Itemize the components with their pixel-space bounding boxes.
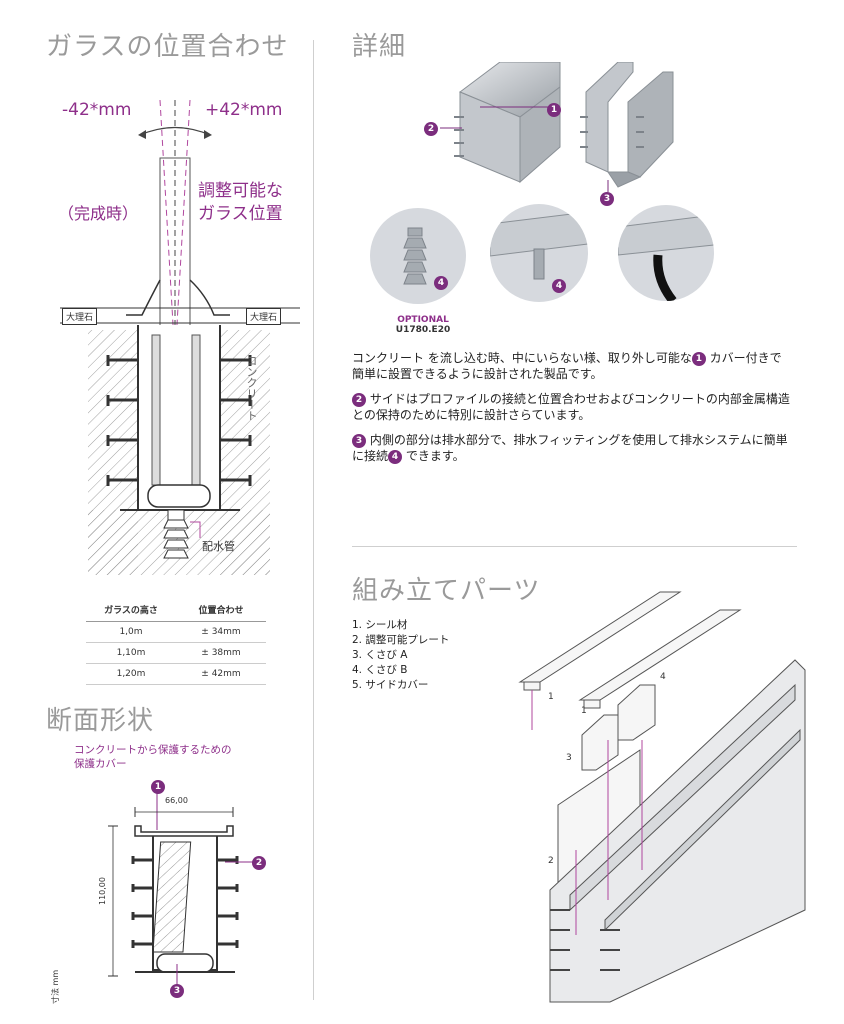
para3-text-a: 内側の部分は排水部分で、排水フィッティングを使用して排水システムに簡単に接続 bbox=[352, 433, 788, 463]
protect-line2: 保護カバー bbox=[74, 758, 127, 770]
glass-position-drawing bbox=[60, 99, 300, 575]
callout-2: 2 bbox=[548, 856, 554, 866]
para3-badge4: 4 bbox=[388, 449, 403, 464]
adjustable-glass-label: 調整可能な ガラス位置 bbox=[198, 180, 283, 226]
marble-left-label: 大理石 bbox=[62, 308, 98, 325]
profile-render-covered bbox=[440, 62, 561, 184]
height-dimension: 110,00 bbox=[98, 877, 107, 905]
table-cell: ± 38mm bbox=[176, 642, 266, 664]
glass-position-title: ガラスの位置合わせ bbox=[46, 32, 289, 62]
table-row: 1,20m ± 42mm bbox=[86, 663, 266, 685]
item-num: 3. bbox=[352, 649, 363, 661]
detail-badge-4a: 4 bbox=[434, 276, 448, 290]
adjustable-line2: ガラス位置 bbox=[198, 204, 283, 224]
section-badge-2: 2 bbox=[252, 856, 266, 870]
table-row: 1,10m ± 38mm bbox=[86, 642, 266, 664]
list-item: 3. くさび A bbox=[352, 648, 449, 663]
item-label: サイドカバー bbox=[365, 679, 429, 691]
section-divider bbox=[352, 546, 797, 547]
para1-text-b: カバー付きで簡単に設置できるように設計された製品です。 bbox=[352, 351, 782, 381]
profile-connection-photo bbox=[490, 204, 588, 302]
parts-list: 1. シール材 2. 調整可能プレート 3. くさび A 4. くさび B 5.… bbox=[352, 618, 449, 693]
para2-badge: 2 bbox=[352, 392, 366, 407]
drain-hose-photo bbox=[618, 205, 714, 301]
cross-section-title: 断面形状 bbox=[46, 706, 155, 736]
item-num: 5. bbox=[352, 679, 363, 691]
cross-section-drawing bbox=[108, 788, 255, 986]
para1-badge: 1 bbox=[691, 351, 706, 366]
para1-text-a: コンクリート を流し込む時、中にいらない様、取り外し可能な bbox=[352, 351, 692, 365]
table-cell: ± 34mm bbox=[176, 621, 266, 643]
table-header-height: ガラスの高さ bbox=[86, 598, 176, 622]
list-item: 2. 調整可能プレート bbox=[352, 633, 449, 648]
para3-text-b: できます。 bbox=[402, 449, 465, 463]
callout-1a: 1 bbox=[548, 692, 554, 702]
details-title: 詳細 bbox=[352, 32, 407, 62]
table-cell: 1,10m bbox=[86, 642, 176, 664]
concrete-label: コンクリート bbox=[245, 355, 258, 421]
item-label: くさび A bbox=[365, 649, 408, 661]
details-paragraph-2: 2 サイドはプロファイルの接続と位置合わせおよびコンクリートの内部金属構造との保… bbox=[352, 391, 792, 423]
callout-3: 3 bbox=[566, 753, 572, 763]
adjustable-line1: 調整可能な bbox=[198, 181, 283, 201]
section-badge-3: 3 bbox=[170, 984, 184, 998]
detail-badge-4b: 4 bbox=[552, 279, 566, 293]
table-cell: 1,0m bbox=[86, 621, 176, 643]
width-dimension: 66,00 bbox=[165, 796, 188, 805]
item-num: 1. bbox=[352, 619, 363, 631]
item-label: シール材 bbox=[365, 619, 408, 631]
callout-4: 4 bbox=[660, 672, 666, 682]
detail-badge-1: 1 bbox=[547, 103, 561, 117]
item-num: 2. bbox=[352, 634, 363, 646]
list-item: 5. サイドカバー bbox=[352, 678, 449, 693]
para2-text: サイドはプロファイルの接続と位置合わせおよびコンクリートの内部金属構造との保持の… bbox=[352, 392, 790, 422]
list-item: 1. シール材 bbox=[352, 618, 449, 633]
plus-offset-label: +42*mm bbox=[205, 100, 283, 120]
drain-pipe-label: 配水管 bbox=[202, 540, 235, 553]
callout-1b: 1 bbox=[581, 706, 587, 716]
table-cell: 1,20m bbox=[86, 663, 176, 685]
minus-offset-label: -42*mm bbox=[62, 100, 132, 120]
optional-part-label: OPTIONAL U1780.E20 bbox=[395, 315, 451, 335]
protect-line1: コンクリートから保護するための bbox=[74, 744, 232, 756]
item-label: 調整可能プレート bbox=[365, 634, 450, 646]
part-code: U1780.E20 bbox=[395, 325, 451, 335]
assembly-title: 組み立てパーツ bbox=[352, 576, 541, 606]
column-divider bbox=[313, 40, 314, 1000]
detail-badge-2: 2 bbox=[424, 122, 438, 136]
details-paragraph-3: 3 内側の部分は排水部分で、排水フィッティングを使用して排水システムに簡単に接続… bbox=[352, 432, 792, 464]
table-header-alignment: 位置合わせ bbox=[176, 598, 266, 622]
para3-badge: 3 bbox=[352, 433, 366, 448]
glass-height-table: ガラスの高さ 位置合わせ 1,0m ± 34mm 1,10m ± 38mm 1,… bbox=[86, 598, 266, 685]
marble-right-label: 大理石 bbox=[246, 308, 282, 325]
optional-label: OPTIONAL bbox=[397, 315, 449, 325]
assembly-exploded-drawing bbox=[518, 591, 806, 1003]
table-row: 1,0m ± 34mm bbox=[86, 621, 266, 643]
profile-render-open bbox=[580, 62, 674, 192]
list-item: 4. くさび B bbox=[352, 663, 449, 678]
item-num: 4. bbox=[352, 664, 363, 676]
item-label: くさび B bbox=[365, 664, 408, 676]
detail-badge-3: 3 bbox=[600, 192, 614, 206]
section-badge-1: 1 bbox=[151, 780, 165, 794]
unit-note: 寸法 mm bbox=[51, 969, 60, 1004]
protect-cover-label: コンクリートから保護するための 保護カバー bbox=[74, 743, 232, 771]
table-cell: ± 42mm bbox=[176, 663, 266, 685]
drain-fitting-photo bbox=[370, 208, 466, 304]
completed-label: （完成時） bbox=[58, 204, 139, 223]
